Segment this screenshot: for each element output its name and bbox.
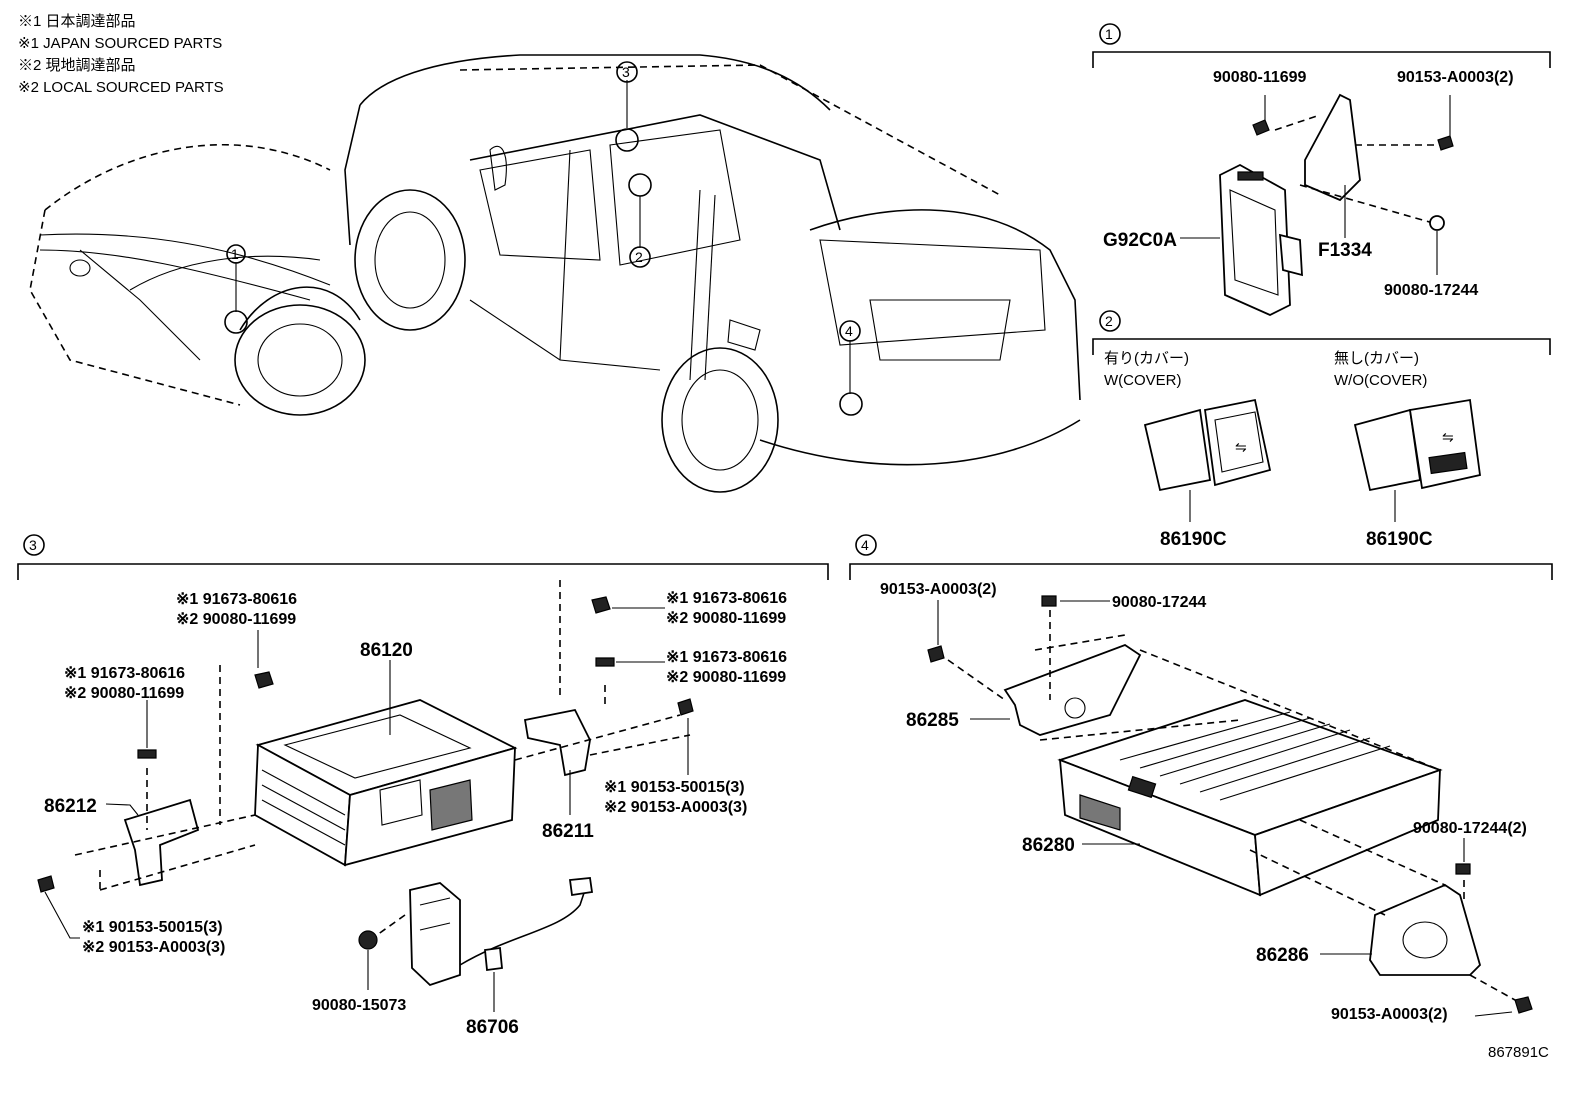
notes: ※1 日本調達部品 ※1 JAPAN SOURCED PARTS ※2 現地調達… [18, 13, 224, 96]
variant-b-jp: 無し(カバー) [1334, 350, 1419, 367]
label-g92c0a: G92C0A [1103, 230, 1177, 251]
section-3: 3 [17, 534, 829, 1038]
diagram-code: 867891C [1488, 1044, 1549, 1061]
variant-b-en: W/O(COVER) [1334, 372, 1427, 389]
label-f1334: F1334 [1318, 240, 1372, 261]
location-marker-3: 3 [622, 64, 630, 80]
section-4: 4 [849, 534, 1553, 1023]
label-bolt-top-2: ※2 90080-11699 [176, 611, 296, 628]
label-86212: 86212 [44, 796, 97, 817]
label-86706: 86706 [466, 1017, 519, 1038]
label-86286: 86286 [1256, 945, 1309, 966]
label-86285: 86285 [906, 710, 959, 731]
location-marker-2: 2 [635, 249, 643, 265]
label-90153-a0003-bottom: 90153-A0003(2) [1331, 1006, 1448, 1023]
label-90080-17244-right: 90080-17244(2) [1413, 820, 1527, 837]
label-screw-left-1: ※1 90153-50015(3) [82, 919, 223, 936]
label-90080-11699: 90080-11699 [1213, 69, 1307, 86]
section-2: 2 有り(カバー) W(COVER) 無し(カバー) W/O(COVER) ⇋ … [1092, 310, 1551, 550]
label-bolt-right-mid-2: ※2 90080-11699 [666, 669, 786, 686]
label-screw-right-1: ※1 90153-50015(3) [604, 779, 745, 796]
note-line-3: ※2 現地調達部品 [18, 57, 136, 74]
label-86211: 86211 [542, 821, 594, 842]
section-2-number: 2 [1105, 313, 1113, 329]
label-bolt-top-1: ※1 91673-80616 [176, 591, 297, 608]
label-86280: 86280 [1022, 835, 1075, 856]
location-marker-1: 1 [231, 246, 239, 262]
section-4-number: 4 [861, 537, 869, 553]
label-90080-17244-top: 90080-17244 [1112, 594, 1206, 611]
note-line-2: ※1 JAPAN SOURCED PARTS [18, 35, 222, 52]
section-1-number: 1 [1105, 26, 1113, 42]
label-bolt-left-1: ※1 91673-80616 [64, 665, 185, 682]
label-90153-a0003-top: 90153-A0003(2) [880, 581, 997, 598]
label-screw-right-2: ※2 90153-A0003(3) [604, 799, 747, 816]
section-1: 1 90080-11699 90153-A0003(2) G92C0A F133… [1092, 23, 1551, 316]
label-90153-a0003: 90153-A0003(2) [1397, 69, 1514, 86]
label-86190c-a: 86190C [1160, 529, 1227, 550]
variant-a-jp: 有り(カバー) [1104, 350, 1189, 367]
usb-icon-a: ⇋ [1235, 439, 1247, 455]
label-86190c-b: 86190C [1366, 529, 1433, 550]
note-line-4: ※2 LOCAL SOURCED PARTS [18, 79, 224, 96]
label-bolt-right-mid-1: ※1 91673-80616 [666, 649, 787, 666]
location-marker-4: 4 [845, 323, 853, 339]
vehicle-illustration: 1 3 2 4 [29, 54, 1081, 493]
label-bolt-right-top-1: ※1 91673-80616 [666, 590, 787, 607]
note-line-1: ※1 日本調達部品 [18, 13, 136, 30]
label-screw-left-2: ※2 90153-A0003(3) [82, 939, 225, 956]
variant-a-en: W(COVER) [1104, 372, 1182, 389]
section-3-number: 3 [29, 537, 37, 553]
usb-icon-b: ⇋ [1442, 429, 1454, 445]
label-90080-15073: 90080-15073 [312, 997, 406, 1014]
label-90080-17244: 90080-17244 [1384, 282, 1478, 299]
label-86120: 86120 [360, 640, 413, 661]
label-bolt-right-top-2: ※2 90080-11699 [666, 610, 786, 627]
label-bolt-left-2: ※2 90080-11699 [64, 685, 184, 702]
